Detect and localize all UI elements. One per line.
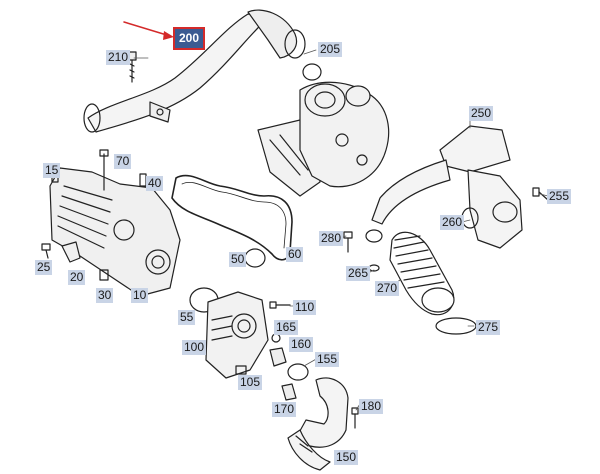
connector-265 <box>365 229 383 243</box>
gasket-60 <box>171 174 293 261</box>
part-label-100[interactable]: 100 <box>182 340 207 355</box>
corrugated-hose <box>389 231 455 316</box>
sensor-70 <box>99 149 109 191</box>
part-label-160[interactable]: 160 <box>289 337 314 352</box>
elbow-hose <box>287 377 349 471</box>
seal-50 <box>244 248 266 268</box>
part-label-55[interactable]: 55 <box>178 310 196 325</box>
part-label-210[interactable]: 210 <box>106 50 131 65</box>
bolt-110 <box>269 301 291 309</box>
part-label-150[interactable]: 150 <box>334 450 359 465</box>
bolt-180 <box>351 407 359 429</box>
part-label-200[interactable]: 200 <box>172 27 206 50</box>
part-label-180[interactable]: 180 <box>359 399 384 414</box>
part-label-30[interactable]: 30 <box>96 288 114 303</box>
part-105 <box>235 365 247 375</box>
part-label-205[interactable]: 205 <box>318 42 343 57</box>
part-label-25[interactable]: 25 <box>35 260 53 275</box>
part-label-15[interactable]: 15 <box>43 163 61 178</box>
part-label-280[interactable]: 280 <box>319 231 344 246</box>
part-label-255[interactable]: 255 <box>547 189 572 204</box>
part-30 <box>99 269 109 281</box>
sensor-160 <box>269 347 287 367</box>
part-label-250[interactable]: 250 <box>469 106 494 121</box>
turbocharger <box>257 81 390 197</box>
part-165 <box>271 333 281 343</box>
bolt-210 <box>127 51 137 83</box>
o-ring-205 <box>302 63 322 81</box>
bracket-20 <box>61 241 81 263</box>
sensor-170 <box>281 383 297 401</box>
part-label-20[interactable]: 20 <box>68 270 86 285</box>
bolt-25 <box>41 243 51 259</box>
clamp-155 <box>287 363 309 381</box>
pointer-arrow <box>123 21 174 40</box>
part-label-70[interactable]: 70 <box>114 154 132 169</box>
throttle-housing <box>205 291 269 379</box>
part-label-105[interactable]: 105 <box>238 375 263 390</box>
charge-air-pipe <box>83 9 306 133</box>
part-label-165[interactable]: 165 <box>274 320 299 335</box>
intake-manifold <box>49 167 181 297</box>
part-label-275[interactable]: 275 <box>476 320 501 335</box>
bolt-255 <box>532 187 549 201</box>
part-label-40[interactable]: 40 <box>146 176 164 191</box>
part-label-170[interactable]: 170 <box>272 402 297 417</box>
part-label-110[interactable]: 110 <box>293 300 317 315</box>
bolt-280 <box>343 231 353 253</box>
part-label-270[interactable]: 270 <box>375 281 400 296</box>
part-label-260[interactable]: 260 <box>440 215 465 230</box>
part-label-50[interactable]: 50 <box>229 252 247 267</box>
part-label-265[interactable]: 265 <box>346 266 371 281</box>
part-label-10[interactable]: 10 <box>131 288 149 303</box>
part-label-155[interactable]: 155 <box>315 352 340 367</box>
part-label-60[interactable]: 60 <box>286 247 304 262</box>
